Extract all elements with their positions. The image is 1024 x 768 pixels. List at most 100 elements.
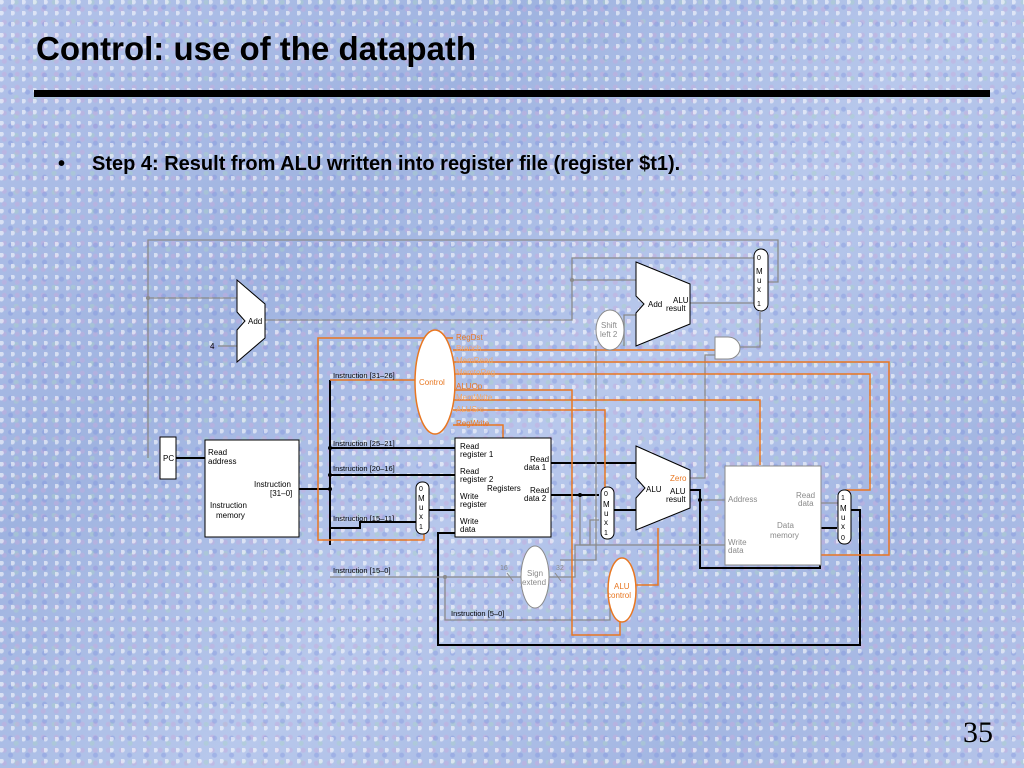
pc-label: PC	[163, 454, 174, 463]
dmem-write-2: data	[728, 546, 744, 555]
dmem-read-2: data	[798, 499, 814, 508]
alu-zero-label: Zero	[670, 474, 687, 483]
pc-mux-zero: 0	[757, 255, 761, 262]
bullet-marker: •	[58, 153, 66, 175]
imem-read-2: address	[208, 457, 236, 466]
page-number: 35	[963, 716, 993, 749]
alusrc-mux: 0 M u x 1	[600, 486, 615, 540]
ctrl-regdst	[317, 337, 453, 541]
imem-read-1: Read	[208, 448, 227, 457]
label-instr-5-0: Instruction [5–0]	[451, 609, 504, 618]
dmem-name-1: Data	[777, 521, 794, 530]
memtoreg-mux-zero: 0	[841, 535, 845, 542]
wire-rd-field	[330, 521, 416, 529]
wire-and-out	[740, 312, 761, 348]
label-instr-15-0: Instruction [15–0]	[333, 566, 391, 575]
wire-rd-inst-funct	[444, 577, 611, 621]
branch-adder-result-2: result	[666, 304, 686, 313]
alusrc-mux-zero: 0	[604, 491, 608, 498]
reg-rr1-2: register 1	[460, 450, 494, 459]
active-wires	[176, 380, 861, 646]
reg-rr2-2: register 2	[460, 475, 494, 484]
signal-memtoreg: MemtoReg	[456, 368, 495, 377]
signal-branch: Branch	[456, 344, 481, 353]
main-alu: ALU Zero ALU result	[635, 445, 691, 531]
reg-rr2-1: Read	[460, 467, 479, 476]
ctrl-memread	[453, 361, 890, 556]
label-instr-31-26: Instruction [31–26]	[333, 371, 395, 380]
instruction-field-labels: Instruction [31–26] Instruction [25–21] …	[333, 371, 504, 618]
signal-memread: MemRead	[456, 356, 493, 365]
imem-name-1: Instruction	[210, 501, 247, 510]
alu-control: ALU control	[607, 557, 637, 623]
control-signal-labels: RegDst Branch MemRead MemtoReg ALUOp Mem…	[456, 333, 495, 428]
reg-rd2-2: data 2	[524, 494, 547, 503]
wire-readdata2-mem	[579, 495, 725, 546]
dmem-name-2: memory	[770, 531, 799, 540]
regdst-mux-m: M	[418, 494, 425, 503]
title-underline	[34, 90, 990, 97]
regdst-mux-x: x	[419, 512, 423, 521]
pc-mux-u: u	[757, 276, 761, 285]
ctrl-regwrite	[453, 424, 504, 438]
bits-32-label: 32	[556, 565, 564, 572]
imem-instr-1: Instruction	[254, 480, 291, 489]
reg-rr1-1: Read	[460, 442, 479, 451]
dmem-read-1: Read	[796, 491, 815, 500]
memtoreg-mux-one: 1	[841, 495, 845, 502]
signal-regdst: RegDst	[456, 333, 483, 342]
wire-alu-result-bypass	[690, 489, 837, 569]
regdst-mux-one: 1	[419, 524, 423, 531]
shift-left-2: Shift left 2	[595, 309, 625, 351]
control-label: Control	[419, 378, 445, 387]
pc-adder: Add	[236, 278, 266, 364]
reg-wr-2: register	[460, 500, 487, 509]
reg-rd2-1: Read	[530, 486, 549, 495]
ctrl-memwrite	[453, 399, 761, 465]
pc-source-mux: 0 M u x 1	[753, 248, 769, 312]
register-file: Read register 1 Read register 2 Register…	[454, 437, 552, 538]
pc-mux-x: x	[757, 285, 761, 294]
ctrl-aluop	[453, 389, 621, 636]
regdst-mux: 0 M u x 1	[415, 481, 430, 535]
signal-regwrite: RegWrite	[456, 419, 490, 428]
label-instr-20-16: Instruction [20–16]	[333, 464, 395, 473]
ctrl-aluctl-alu	[636, 528, 659, 586]
control-unit: Control	[414, 329, 456, 435]
signal-memwrite: MemWrite	[456, 393, 493, 402]
sign-extend: Sign extend 16 32	[500, 545, 564, 609]
shift-label-2: left 2	[600, 330, 618, 339]
reg-name: Registers	[487, 484, 521, 493]
reg-rd1-1: Read	[530, 455, 549, 464]
alu-result-2: result	[666, 495, 686, 504]
data-memory: Address Read data Data memory Write data	[724, 465, 822, 566]
shift-label-1: Shift	[601, 321, 618, 330]
wire-add-out	[265, 257, 755, 321]
regdst-mux-zero: 0	[419, 486, 423, 493]
pc-mux-m: M	[756, 267, 763, 276]
aluctl-label-1: ALU	[614, 582, 630, 591]
ctrl-memtoreg	[453, 373, 871, 491]
alu-result-1: ALU	[670, 487, 686, 496]
reg-rd1-2: data 1	[524, 463, 547, 472]
signal-alusrc: ALUSrc	[456, 405, 484, 414]
alusrc-mux-x: x	[604, 518, 608, 527]
ctrl-alusrc	[453, 409, 606, 487]
memtoreg-mux-m: M	[840, 504, 847, 513]
branch-adder: Add ALU result	[635, 261, 691, 347]
pc-mux-one: 1	[757, 301, 761, 308]
branch-adder-result-1: ALU	[673, 296, 689, 305]
dmem-address: Address	[728, 495, 757, 504]
wire-pc-loop	[147, 239, 779, 458]
pc-adder-label: Add	[248, 317, 262, 326]
bits-16-label: 16	[500, 565, 508, 572]
label-instr-25-21: Instruction [25–21]	[333, 439, 395, 448]
aluctl-label-2: control	[607, 591, 631, 600]
label-instr-15-11: Instruction [15–11]	[333, 514, 394, 523]
pc-register: PC	[159, 436, 177, 480]
inactive-wires	[147, 239, 839, 621]
reg-wd-2: data	[460, 525, 476, 534]
branch-and-gate	[714, 336, 741, 360]
dmem-write-1: Write	[728, 538, 747, 547]
